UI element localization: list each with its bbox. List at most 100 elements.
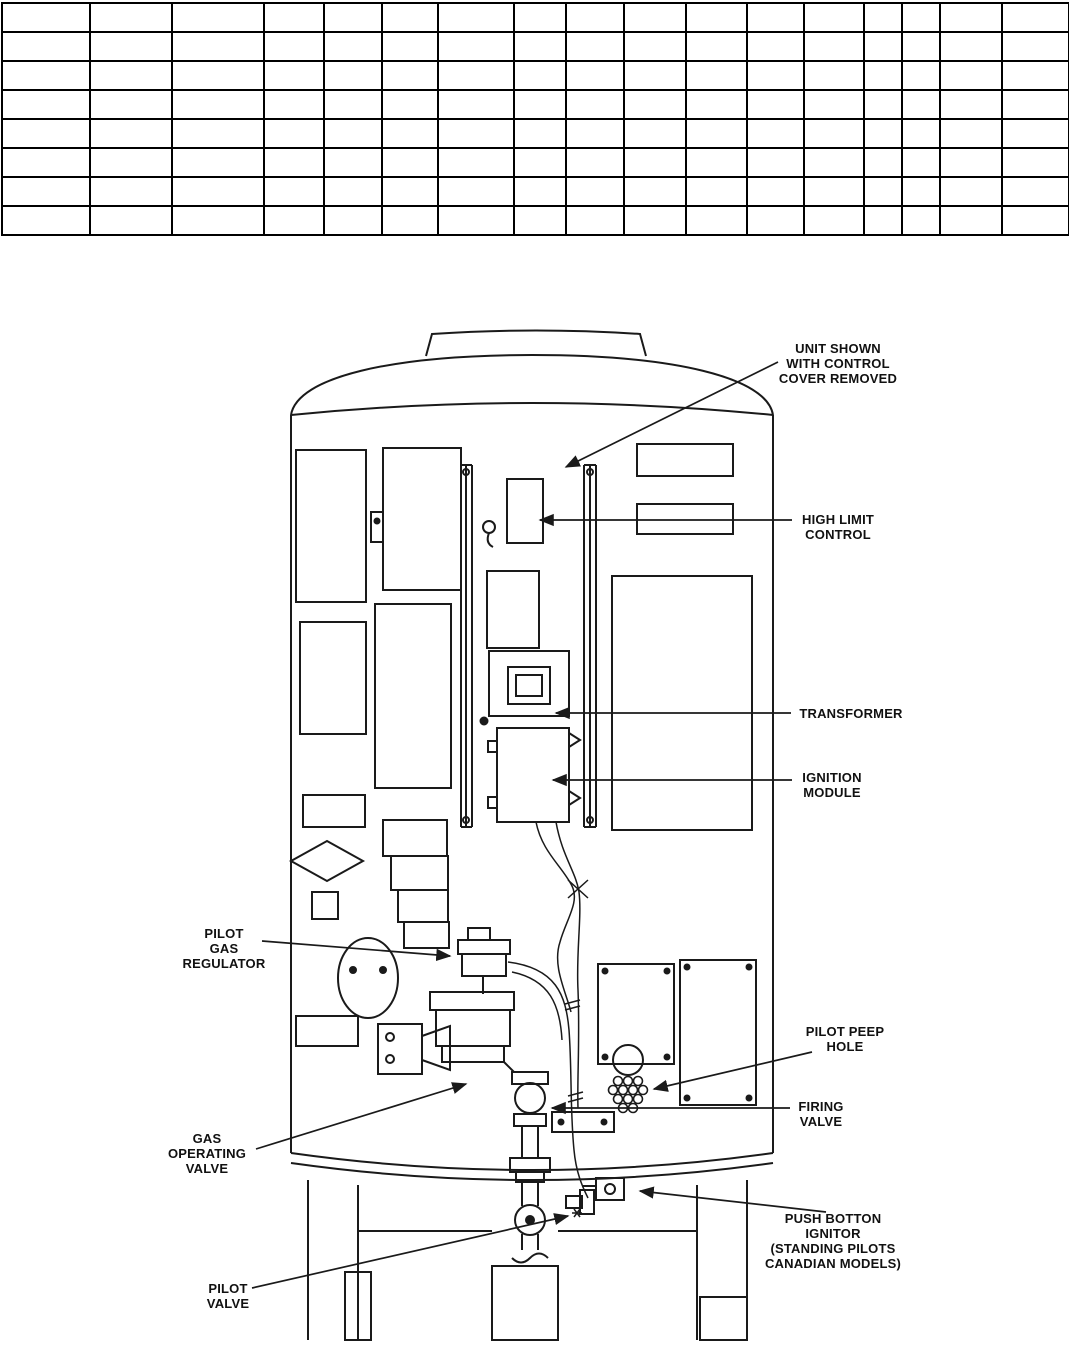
table-cell <box>265 120 325 149</box>
table-cell <box>941 91 1003 120</box>
table-cell <box>805 149 865 178</box>
table-cell <box>567 91 625 120</box>
table-cell <box>3 33 91 62</box>
table-cell <box>805 62 865 91</box>
table-cell <box>805 120 865 149</box>
right-panels <box>597 443 757 1106</box>
table-cell <box>173 178 265 207</box>
table-cell <box>383 149 439 178</box>
table-cell <box>903 178 941 207</box>
leader-push-button-ignitor <box>638 1186 827 1213</box>
table-cell <box>265 91 325 120</box>
label-high-limit-control: HIGH LIMIT CONTROL <box>801 512 875 542</box>
table-cell <box>439 120 515 149</box>
label-pilot-valve: PILOT VALVE <box>206 1281 250 1311</box>
table-cell <box>173 4 265 33</box>
table-cell <box>439 149 515 178</box>
table-cell <box>439 207 515 236</box>
leader-unit-shown <box>564 361 779 468</box>
table-cell <box>515 149 567 178</box>
table-cell <box>515 178 567 207</box>
table-cell <box>3 4 91 33</box>
table-cell <box>265 178 325 207</box>
table-row <box>3 91 1069 120</box>
table-cell <box>3 178 91 207</box>
table-cell <box>748 62 805 91</box>
table-cell <box>325 62 383 91</box>
tank-outline <box>290 329 774 1341</box>
table-cell <box>903 4 941 33</box>
table-cell <box>173 120 265 149</box>
left-panels <box>288 447 462 1047</box>
label-push-button-ignitor: PUSH BOTTON IGNITOR (STANDING PILOTS CAN… <box>764 1211 902 1271</box>
table-cell <box>265 207 325 236</box>
table-cell <box>625 91 687 120</box>
table-cell <box>625 149 687 178</box>
table-cell <box>865 4 903 33</box>
table-cell <box>805 207 865 236</box>
wires <box>507 821 589 1199</box>
table-cell <box>625 62 687 91</box>
table-cell <box>3 62 91 91</box>
table-cell <box>173 91 265 120</box>
table-cell <box>567 178 625 207</box>
table-cell <box>903 120 941 149</box>
table-cell <box>805 4 865 33</box>
leader-lines <box>251 361 827 1289</box>
table-cell <box>515 207 567 236</box>
table-cell <box>383 62 439 91</box>
table-cell <box>515 120 567 149</box>
table-cell <box>383 178 439 207</box>
table-cell <box>91 62 173 91</box>
table-cell <box>439 4 515 33</box>
table-row <box>3 4 1069 33</box>
label-pilot-gas-regulator: PILOT GAS REGULATOR <box>182 926 266 971</box>
table-cell <box>748 33 805 62</box>
table-cell <box>941 178 1003 207</box>
table-cell <box>91 33 173 62</box>
table-cell <box>903 149 941 178</box>
table-cell <box>625 207 687 236</box>
pilot-peep-hole <box>607 1044 649 1114</box>
table-cell <box>687 4 748 33</box>
label-transformer: TRANSFORMER <box>799 706 903 721</box>
table-cell <box>865 62 903 91</box>
table-cell <box>748 178 805 207</box>
table-cell <box>3 91 91 120</box>
table-cell <box>265 62 325 91</box>
table-cell <box>91 91 173 120</box>
table-cell <box>865 120 903 149</box>
table-cell <box>265 33 325 62</box>
table-cell <box>687 149 748 178</box>
table-cell <box>567 33 625 62</box>
table-cell <box>625 4 687 33</box>
table-cell <box>439 33 515 62</box>
table-cell <box>439 62 515 91</box>
table-cell <box>515 62 567 91</box>
table-cell <box>865 207 903 236</box>
table-cell <box>439 178 515 207</box>
push-button-ignitor <box>582 1177 625 1201</box>
table-cell <box>805 178 865 207</box>
leader-pilot-peep-hole <box>652 1051 813 1092</box>
table-cell <box>383 207 439 236</box>
table-cell <box>325 178 383 207</box>
control-bracket <box>460 464 597 828</box>
label-ignition-module: IGNITION MODULE <box>802 770 862 800</box>
table-cell <box>865 178 903 207</box>
table-cell <box>325 33 383 62</box>
table-cell <box>265 149 325 178</box>
table-cell <box>91 4 173 33</box>
table-cell <box>439 91 515 120</box>
table-cell <box>687 91 748 120</box>
table-cell <box>91 149 173 178</box>
table-row <box>3 178 1069 207</box>
table-cell <box>91 178 173 207</box>
table-cell <box>265 4 325 33</box>
table-row <box>3 120 1069 149</box>
table-cell <box>325 4 383 33</box>
table-cell <box>903 91 941 120</box>
table-cell <box>567 4 625 33</box>
